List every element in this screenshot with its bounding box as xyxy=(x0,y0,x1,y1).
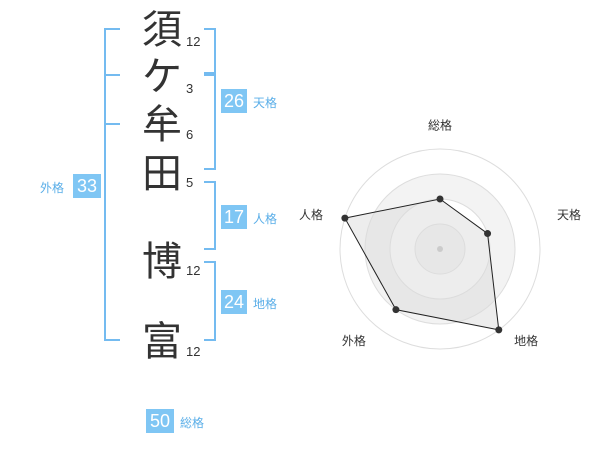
radar-axis-label: 総格 xyxy=(428,118,452,133)
tenkaku-label: 天格 xyxy=(253,96,278,110)
tenkaku-value: 26 xyxy=(221,89,247,113)
name-char: 田 xyxy=(142,151,182,197)
radar-series-area xyxy=(344,198,500,331)
soukaku-value: 50 xyxy=(146,409,174,433)
radar-axis-label: 人格 xyxy=(299,207,323,222)
radar-point xyxy=(495,326,503,334)
jinkaku-label: 人格 xyxy=(253,212,278,226)
name-char: 牟 xyxy=(142,102,182,148)
name-char: 富 xyxy=(142,319,182,365)
chikaku-value: 24 xyxy=(221,290,247,314)
stroke-count: 6 xyxy=(186,127,194,142)
chikaku-label: 地格 xyxy=(253,297,278,311)
name-char: 博 xyxy=(142,239,182,285)
radar-point xyxy=(436,195,444,203)
soukaku-label: 総格 xyxy=(180,416,205,430)
gaikaku-value: 33 xyxy=(73,174,101,198)
radar-axis-label: 地格 xyxy=(514,333,538,348)
gaikaku-label: 外格 xyxy=(40,181,65,195)
radar-axis-label: 天格 xyxy=(557,207,581,222)
radar-axis-label: 外格 xyxy=(342,333,366,348)
radar-point xyxy=(484,230,492,238)
radar-series xyxy=(341,195,503,334)
jinkaku-value: 17 xyxy=(221,205,247,229)
stroke-count: 12 xyxy=(186,344,201,359)
stroke-count: 5 xyxy=(186,175,194,190)
radar-point xyxy=(392,306,400,314)
stroke-count: 3 xyxy=(186,81,194,96)
radar-point xyxy=(341,214,349,222)
name-char: ケ xyxy=(142,54,182,100)
name-char: 須 xyxy=(142,7,182,53)
stroke-count: 12 xyxy=(186,263,201,278)
stroke-count: 12 xyxy=(186,34,201,49)
